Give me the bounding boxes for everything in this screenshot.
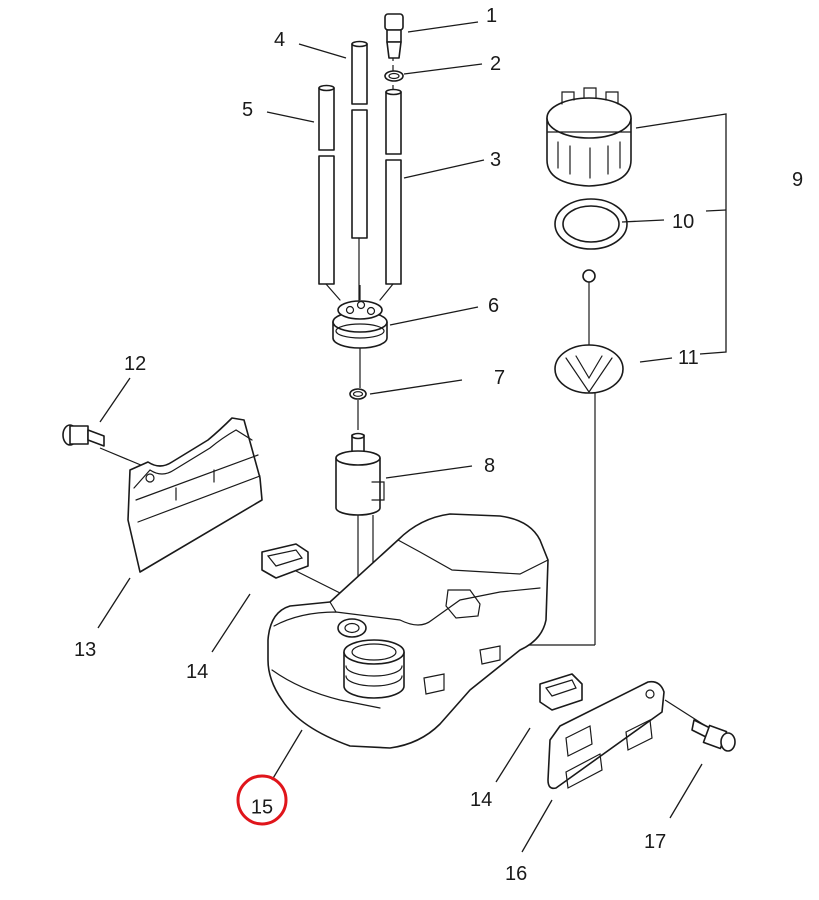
label-part-17: 17 bbox=[644, 831, 666, 853]
part-16-bracket-plate bbox=[547, 680, 665, 790]
label-part-3: 3 bbox=[490, 149, 501, 171]
part-1-connector bbox=[384, 13, 404, 59]
label-part-12: 12 bbox=[124, 353, 146, 375]
part-13-bracket bbox=[127, 417, 263, 573]
label-part-11: 11 bbox=[678, 347, 699, 369]
part-4-hose bbox=[351, 40, 368, 301]
part-12-bolt bbox=[62, 424, 105, 447]
part-7-ring bbox=[349, 388, 367, 400]
leader-lines bbox=[97, 21, 727, 853]
label-part-14-right: 14 bbox=[470, 789, 492, 811]
label-part-14-left: 14 bbox=[186, 661, 208, 683]
label-part-4: 4 bbox=[274, 29, 285, 51]
part-14-mount-left bbox=[261, 543, 309, 579]
label-part-9: 9 bbox=[792, 169, 803, 191]
label-part-2: 2 bbox=[490, 53, 501, 75]
label-part-1: 1 bbox=[486, 5, 497, 27]
part-6-grommet bbox=[332, 300, 388, 349]
part-5-hose bbox=[318, 84, 341, 301]
label-part-8: 8 bbox=[484, 455, 495, 477]
label-part-16: 16 bbox=[505, 863, 527, 885]
part-9-fuel-cap bbox=[546, 87, 632, 187]
part-8-filter bbox=[335, 432, 385, 516]
part-15-fuel-tank bbox=[267, 513, 549, 749]
part-2-ring bbox=[384, 70, 404, 82]
highlight-circle bbox=[236, 774, 288, 826]
label-part-15: 15 bbox=[251, 796, 273, 818]
label-part-5: 5 bbox=[242, 99, 253, 121]
label-part-13: 13 bbox=[74, 639, 96, 661]
label-part-6: 6 bbox=[488, 295, 499, 317]
part-3-hose bbox=[379, 88, 402, 301]
part-14-mount-right bbox=[539, 673, 583, 711]
label-part-10: 10 bbox=[672, 211, 694, 233]
part-10-gasket bbox=[554, 198, 628, 250]
part-labels: 1 2 3 4 5 6 7 8 9 10 11 12 13 14 14 15 1… bbox=[74, 5, 803, 885]
part-11-strainer bbox=[554, 269, 624, 394]
part-17-bolt bbox=[691, 719, 736, 752]
label-part-7: 7 bbox=[494, 367, 505, 389]
